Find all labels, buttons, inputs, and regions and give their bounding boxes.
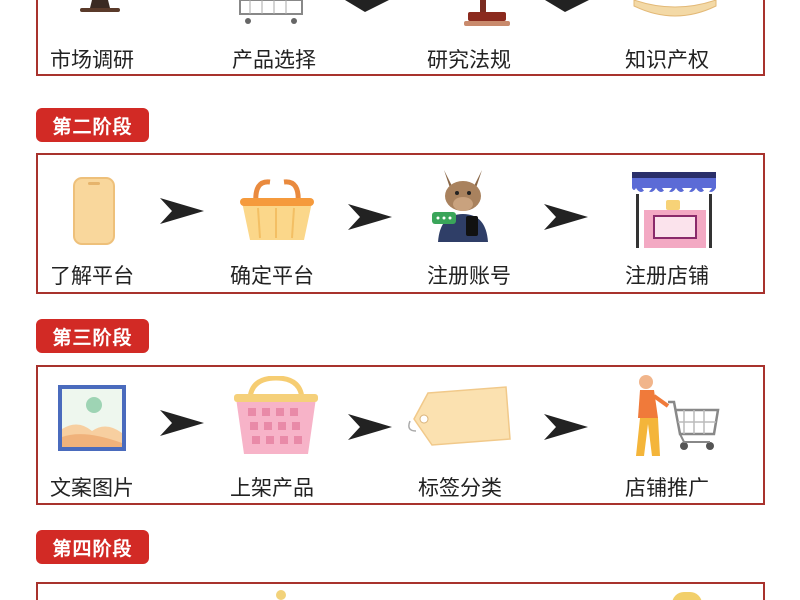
step-label: 注册账号 [427, 264, 511, 288]
step-label: 店铺推广 [625, 476, 709, 500]
step-label: 上架产品 [230, 476, 314, 500]
arrow-right-icon [348, 204, 392, 230]
partial-icon [276, 590, 286, 600]
arrow-right-icon [160, 410, 204, 436]
step-label: 产品选择 [232, 48, 316, 72]
step-label: 注册店铺 [625, 264, 709, 288]
stage-4-box [36, 582, 765, 600]
basket-icon [240, 179, 314, 240]
step-label: 市场调研 [50, 48, 134, 72]
storefront-icon [632, 172, 716, 248]
arrow-right-icon [544, 204, 588, 230]
stage-badge: 第二阶段 [36, 108, 149, 142]
shelf-basket-icon [234, 376, 318, 454]
megaphone-icon [80, 0, 120, 12]
stage-badge: 第三阶段 [36, 319, 149, 353]
donkey-phone-icon [432, 170, 488, 242]
phone-icon [73, 177, 115, 245]
arrow-right-icon [160, 198, 204, 224]
step-label: 标签分类 [418, 476, 502, 500]
step-label: 确定平台 [230, 264, 314, 288]
step-label: 文案图片 [50, 476, 134, 500]
arrow-right-icon [545, 0, 589, 12]
price-tag-icon [408, 386, 511, 446]
arrow-right-icon [544, 414, 588, 440]
step-label: 了解平台 [50, 264, 134, 288]
person-cart-icon [636, 375, 720, 456]
stage-1-box [36, 0, 765, 76]
step-label: 研究法规 [427, 48, 511, 72]
shopping-cart-icon [239, 0, 303, 24]
arrow-right-icon [348, 414, 392, 440]
step-label: 知识产权 [625, 48, 709, 72]
partial-icon [672, 592, 702, 600]
gavel-icon [464, 0, 510, 26]
stage-badge: 第四阶段 [36, 530, 149, 564]
book-icon [633, 0, 717, 17]
arrow-right-icon [345, 0, 389, 12]
picture-icon [58, 385, 126, 451]
